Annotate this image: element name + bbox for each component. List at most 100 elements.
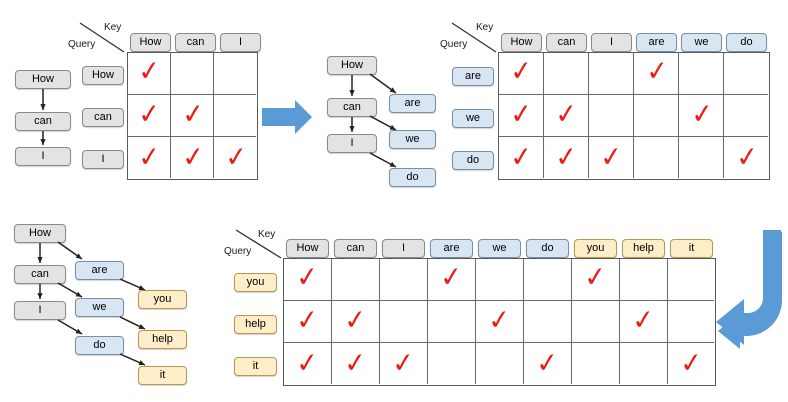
check-mark: ✓ bbox=[630, 303, 657, 338]
tree3-node-help: help bbox=[138, 330, 187, 349]
cell-3-1 bbox=[128, 137, 171, 178]
tree2-arrow-how-are bbox=[369, 73, 397, 94]
query-label-i: I bbox=[82, 150, 124, 169]
cell2-3-5 bbox=[679, 137, 724, 178]
query2-label-we: we bbox=[452, 109, 494, 128]
check-mark: ✓ bbox=[508, 140, 534, 174]
check-mark: ✓ bbox=[508, 97, 534, 132]
tree3-arrow-can-i-head bbox=[37, 293, 43, 299]
tree3-arrow-i-do bbox=[57, 319, 83, 335]
axis-label-query-3: Query bbox=[224, 246, 252, 257]
tree3-arrow-i-do-head bbox=[75, 328, 82, 334]
tree3-node-i: I bbox=[14, 301, 66, 320]
key-header-can: can bbox=[175, 33, 216, 52]
check-mark: ✓ bbox=[136, 140, 163, 174]
cell2-2-2 bbox=[544, 95, 589, 137]
cell2-1-6 bbox=[724, 53, 768, 95]
cell2-3-4 bbox=[634, 137, 679, 178]
check-mark: ✓ bbox=[294, 261, 321, 295]
axis-label-query-1: Query bbox=[68, 39, 96, 50]
tree2-node-can: can bbox=[327, 98, 377, 117]
tree3-arrow-do-it-head bbox=[138, 360, 145, 366]
cell-1-1 bbox=[128, 53, 171, 95]
cell3-1-2 bbox=[332, 259, 380, 301]
cell2-2-4 bbox=[634, 95, 679, 137]
key2-header-can: can bbox=[546, 33, 587, 52]
cell2-1-1 bbox=[499, 53, 544, 95]
cell3-2-2 bbox=[332, 301, 380, 343]
check-mark: ✓ bbox=[223, 140, 250, 174]
tree3-node-do: do bbox=[75, 336, 124, 355]
step-arrow-wrap-fill bbox=[740, 232, 782, 336]
cell3-2-8 bbox=[620, 301, 668, 343]
check-mark: ✓ bbox=[734, 140, 761, 174]
cell3-1-1 bbox=[284, 259, 332, 301]
cell-2-3 bbox=[214, 95, 256, 137]
tree2-arrow-can-i-head bbox=[349, 126, 355, 132]
cell2-2-6 bbox=[724, 95, 768, 137]
cell3-3-7 bbox=[572, 343, 620, 384]
check-mark: ✓ bbox=[438, 261, 465, 295]
tree2-arrow-i-do-head bbox=[389, 161, 396, 167]
cell3-2-5 bbox=[476, 301, 524, 343]
check-mark: ✓ bbox=[294, 346, 321, 380]
attention-matrix-2 bbox=[498, 52, 770, 180]
tree3-arrow-how-can-head bbox=[37, 257, 43, 263]
cell3-2-7 bbox=[572, 301, 620, 343]
tree1-arrow-how-can-head bbox=[40, 104, 46, 110]
cell3-3-2 bbox=[332, 343, 380, 384]
query2-label-are: are bbox=[452, 67, 494, 86]
check-mark: ✓ bbox=[582, 261, 609, 295]
cell-1-3 bbox=[214, 53, 256, 95]
check-mark: ✓ bbox=[689, 97, 716, 132]
check-mark: ✓ bbox=[179, 140, 206, 174]
cell3-1-3 bbox=[380, 259, 428, 301]
tree3-arrow-we-help-head bbox=[138, 324, 145, 329]
tree2-arrow-how-are-head bbox=[389, 87, 396, 93]
tree3-arrow-how-are bbox=[57, 241, 83, 260]
attention-matrix-1 bbox=[127, 52, 258, 180]
key3-header-you: you bbox=[574, 239, 617, 258]
axis-label-key-2: Key bbox=[476, 22, 494, 33]
query2-label-do: do bbox=[452, 151, 494, 170]
check-mark: ✓ bbox=[486, 303, 513, 338]
tree2-node-do: do bbox=[389, 168, 436, 187]
tree3-node-are: are bbox=[75, 261, 124, 280]
tree1-arrow-can-i-head bbox=[40, 139, 46, 145]
cell-1-2 bbox=[171, 53, 214, 95]
cell2-1-3 bbox=[589, 53, 634, 95]
cell3-1-6 bbox=[524, 259, 572, 301]
cell3-2-3 bbox=[380, 301, 428, 343]
tree2-arrow-can-we bbox=[369, 115, 397, 131]
tree3-arrow-we-help bbox=[119, 316, 146, 330]
cell3-2-9 bbox=[668, 301, 714, 343]
check-mark: ✓ bbox=[553, 140, 580, 174]
axis-label-query-2: Query bbox=[440, 39, 468, 50]
cell3-3-3 bbox=[380, 343, 428, 384]
cell2-1-2 bbox=[544, 53, 589, 95]
check-mark: ✓ bbox=[553, 97, 580, 132]
key2-header-we: we bbox=[681, 33, 722, 52]
key3-header-can: can bbox=[334, 239, 377, 258]
wrap-arrow-body bbox=[716, 230, 781, 345]
key3-header-do: do bbox=[526, 239, 569, 258]
tree3-node-how: How bbox=[14, 224, 66, 243]
tree3-arrow-can-we bbox=[57, 282, 83, 298]
query3-label-it: it bbox=[234, 357, 277, 376]
check-mark: ✓ bbox=[534, 346, 561, 380]
check-mark: ✓ bbox=[390, 346, 417, 380]
check-mark: ✓ bbox=[179, 97, 206, 132]
check-mark: ✓ bbox=[598, 140, 625, 174]
cell3-3-4 bbox=[428, 343, 476, 384]
tree-node-can: can bbox=[15, 112, 71, 131]
tree3-arrow-how-are-head bbox=[75, 253, 82, 259]
check-mark: ✓ bbox=[136, 97, 163, 132]
key3-header-how: How bbox=[286, 239, 329, 258]
check-mark: ✓ bbox=[342, 346, 369, 380]
check-mark: ✓ bbox=[508, 55, 534, 89]
key3-header-i: I bbox=[382, 239, 425, 258]
check-mark: ✓ bbox=[678, 346, 705, 380]
tree2-node-are: are bbox=[389, 94, 436, 113]
cell2-2-1 bbox=[499, 95, 544, 137]
step-arrow-wrap-down-left-icon bbox=[718, 232, 782, 349]
